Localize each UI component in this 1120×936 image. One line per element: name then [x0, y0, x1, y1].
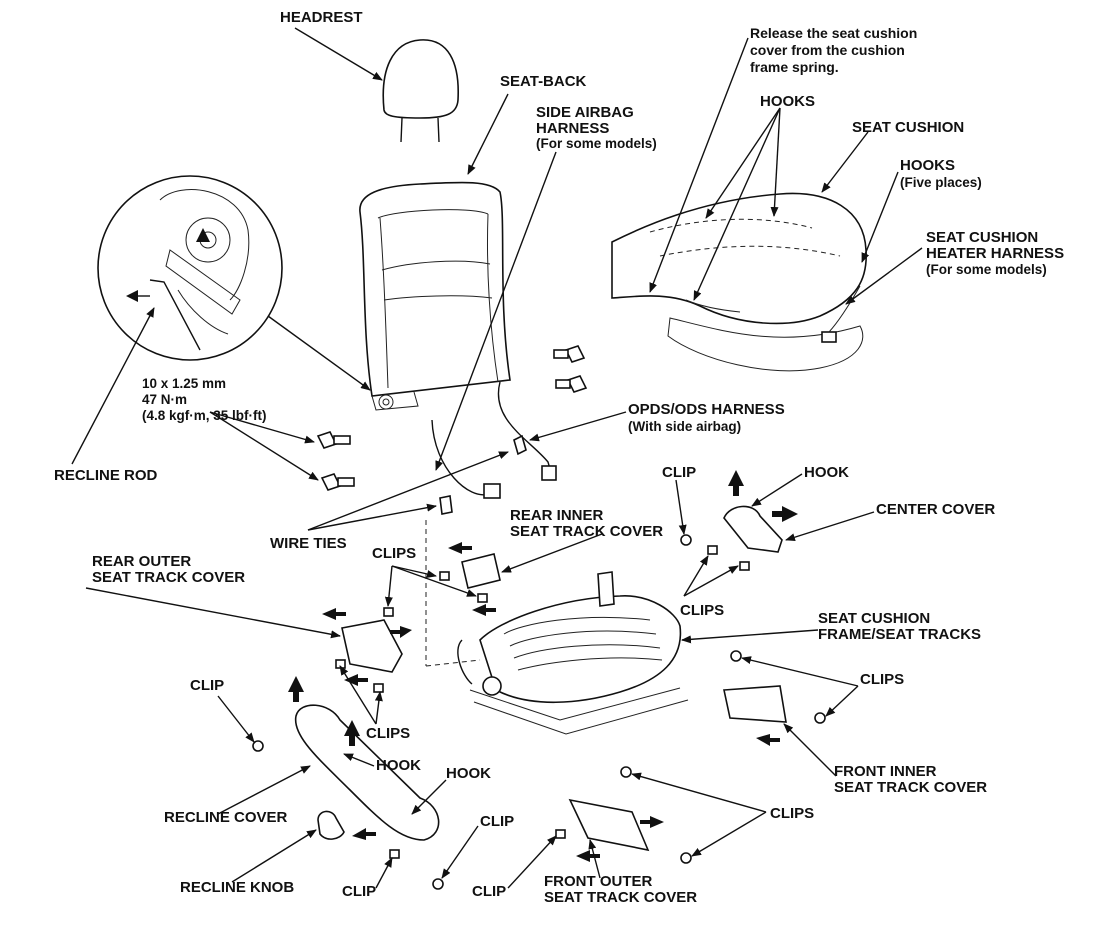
- label-recline-knob: RECLINE KNOB: [180, 879, 294, 896]
- label-clips-front-inner: CLIPS: [860, 671, 904, 688]
- recline-knob-part: [317, 810, 345, 840]
- label-side-airbag-1: SIDE AIRBAG: [536, 104, 634, 121]
- label-frame-1: SEAT CUSHION: [818, 610, 930, 627]
- label-rear-inner-2: SEAT TRACK COVER: [510, 523, 663, 540]
- bolt-left-lower: [320, 473, 355, 491]
- seat-back-part: [359, 181, 511, 411]
- frame-dashed-guide-2: [425, 659, 481, 667]
- direction-arrows: [288, 470, 798, 862]
- label-clip-bottom-left: CLIP: [342, 883, 376, 900]
- label-headrest: HEADREST: [280, 9, 363, 26]
- clip-shape: [555, 829, 566, 839]
- clip-shape: [477, 593, 488, 603]
- clip-shape: [252, 740, 264, 752]
- detail-leader: [267, 315, 371, 391]
- headrest-part: [382, 39, 459, 143]
- leader-lines: [71, 27, 923, 889]
- seat-frame-part: [457, 571, 689, 735]
- label-front-inner-2: SEAT TRACK COVER: [834, 779, 987, 796]
- label-bolt-spec-3: (4.8 kgf·m, 35 lbf·ft): [142, 408, 267, 423]
- label-front-outer-2: SEAT TRACK COVER: [544, 889, 697, 906]
- label-front-inner-1: FRONT INNER: [834, 763, 937, 780]
- label-clips-front-outer: CLIPS: [770, 805, 814, 822]
- clip-shape: [730, 650, 742, 662]
- label-side-airbag-2: HARNESS: [536, 120, 609, 137]
- label-frame-2: FRAME/SEAT TRACKS: [818, 626, 981, 643]
- clip-shape: [383, 607, 394, 617]
- label-rear-outer-2: SEAT TRACK COVER: [92, 569, 245, 586]
- label-clip-center: CLIP: [662, 464, 696, 481]
- label-bolt-spec-2: 47 N·m: [142, 392, 187, 407]
- label-seat-back: SEAT-BACK: [500, 73, 587, 90]
- label-clips-center: CLIPS: [680, 602, 724, 619]
- clip-shape: [680, 534, 692, 546]
- label-clip-bottom-right: CLIP: [472, 883, 506, 900]
- clip-shape: [373, 683, 384, 693]
- label-clip-left: CLIP: [190, 677, 224, 694]
- clip-shape: [432, 878, 444, 890]
- label-opds-2: (With side airbag): [628, 419, 741, 434]
- label-seat-cushion: SEAT CUSHION: [852, 119, 964, 136]
- label-recline-rod: RECLINE ROD: [54, 467, 158, 484]
- recline-detail-circle: [97, 175, 283, 361]
- wire-tie-lower: [439, 495, 453, 515]
- clip-shape: [439, 571, 450, 581]
- clip-shape: [707, 545, 718, 555]
- label-front-outer-1: FRONT OUTER: [544, 873, 652, 890]
- label-clip-bottom-mid: CLIP: [480, 813, 514, 830]
- rear-outer-cover-part: [341, 619, 403, 673]
- recline-cover-part: [294, 704, 440, 841]
- label-hook-lower-2: HOOK: [446, 765, 491, 782]
- center-cover-part: [723, 505, 783, 553]
- opds-connector: [541, 465, 557, 481]
- label-heater-3: (For some models): [926, 262, 1047, 277]
- label-release-note-1: Release the seat cushion: [750, 25, 917, 41]
- rear-inner-cover-part: [461, 553, 501, 589]
- clip-shape: [680, 852, 692, 864]
- label-hooks-top: HOOKS: [760, 93, 815, 110]
- label-clips-lower-left: CLIPS: [366, 725, 410, 742]
- label-hook-lower-1: HOOK: [376, 757, 421, 774]
- label-release-note-2: cover from the cushion: [750, 42, 905, 58]
- front-outer-cover-part: [568, 798, 650, 852]
- bolt-left-upper: [316, 431, 351, 449]
- label-hooks-five-1: HOOKS: [900, 157, 955, 174]
- bolt-right-upper: [553, 345, 586, 363]
- opds-harness-wire: [497, 381, 553, 477]
- label-center-cover: CENTER COVER: [876, 501, 995, 518]
- label-heater-1: SEAT CUSHION: [926, 229, 1038, 246]
- label-recline-cover: RECLINE COVER: [164, 809, 288, 826]
- clip-shape: [389, 849, 400, 859]
- wire-tie-upper: [513, 434, 527, 456]
- clip-shape: [620, 766, 632, 778]
- clip-shape: [814, 712, 826, 724]
- seat-cushion-part: [611, 192, 867, 372]
- label-heater-2: HEATER HARNESS: [926, 245, 1064, 262]
- front-inner-cover-part: [723, 685, 787, 723]
- label-bolt-spec-1: 10 x 1.25 mm: [142, 376, 226, 391]
- callout-labels: HEADREST SEAT-BACK SIDE AIRBAG HARNESS (…: [54, 9, 1064, 906]
- clip-shape: [739, 561, 750, 571]
- side-airbag-connector: [483, 483, 501, 499]
- label-hook-center: HOOK: [804, 464, 849, 481]
- label-side-airbag-3: (For some models): [536, 136, 657, 151]
- label-rear-inner-1: REAR INNER: [510, 507, 604, 524]
- label-clips-rear: CLIPS: [372, 545, 416, 562]
- label-wire-ties: WIRE TIES: [270, 535, 347, 552]
- label-rear-outer-1: REAR OUTER: [92, 553, 191, 570]
- bolt-right-lower: [555, 375, 588, 393]
- label-opds-1: OPDS/ODS HARNESS: [628, 401, 785, 418]
- label-hooks-five-2: (Five places): [900, 175, 982, 190]
- label-release-note-3: frame spring.: [750, 59, 839, 75]
